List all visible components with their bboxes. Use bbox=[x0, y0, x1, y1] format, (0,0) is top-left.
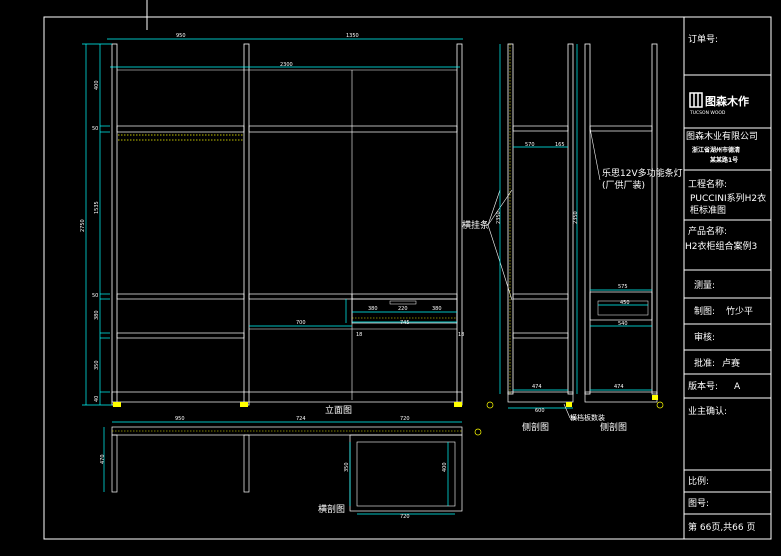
drawing-name: 竹少平 bbox=[726, 305, 753, 317]
dim-h3: 380 bbox=[94, 310, 100, 320]
side2-dim-d3: 540 bbox=[618, 321, 628, 327]
dim-h4: 350 bbox=[94, 360, 100, 370]
figure-no-label: 图号: bbox=[688, 498, 709, 509]
approve-label: 批准: bbox=[694, 357, 715, 369]
dim-h1: 400 bbox=[94, 80, 100, 90]
dim-overall-width: 2300 bbox=[280, 62, 293, 68]
survey-label: 测量: bbox=[694, 280, 715, 291]
dim-drawer-width: 700 bbox=[296, 320, 306, 326]
elevation-view-label: 立面图 bbox=[325, 404, 352, 416]
project-label: 工程名称: bbox=[688, 178, 727, 190]
logo-subtext: TUCSON WOOD bbox=[689, 110, 726, 116]
dim-top-left: 950 bbox=[176, 33, 186, 39]
plan-dim-inner-width: 720 bbox=[400, 514, 410, 520]
approve-name: 卢赛 bbox=[722, 357, 740, 369]
dim-drawer-c: 380 bbox=[432, 306, 442, 312]
side1-dim-base-600: 600 bbox=[535, 408, 545, 414]
side1-dim-w1: 570 bbox=[525, 142, 535, 148]
version-value: A bbox=[734, 382, 741, 392]
product-name: H2衣柜组合案例3 bbox=[685, 240, 757, 252]
page-number: 第 66页,共66 页 bbox=[688, 521, 756, 533]
scale-label: 比例: bbox=[688, 475, 709, 487]
plan-section-view: 950 724 720 470 720 350 400 横剖图 bbox=[100, 416, 463, 520]
product-label: 产品名称: bbox=[688, 225, 727, 237]
plan-dim-depth: 470 bbox=[100, 454, 106, 464]
plan-dim-3: 720 bbox=[400, 416, 410, 422]
stopper-label: 横档板数装 bbox=[570, 413, 605, 422]
stopper-annotation: 横档板数装 bbox=[474, 401, 664, 436]
side-section-2-label: 侧剖图 bbox=[600, 421, 627, 433]
dim-top-right: 1350 bbox=[346, 33, 359, 39]
dim-drawer-b: 220 bbox=[398, 306, 408, 312]
side-section-1-label: 侧剖图 bbox=[522, 421, 549, 433]
plan-dim-inner-height: 400 bbox=[442, 462, 448, 472]
company-address-line-1: 浙江省湖州市德清 bbox=[692, 146, 740, 154]
dim-drawer-total: 745 bbox=[400, 320, 410, 326]
dim-small-1: 50 bbox=[92, 126, 98, 132]
dim-drawer-a: 380 bbox=[368, 306, 378, 312]
dim-note-18b: 18 bbox=[458, 332, 464, 338]
elevation-view: 950 1350 2300 2750 400 1535 380 350 40 5… bbox=[80, 33, 464, 416]
side2-dim-d2: 450 bbox=[620, 300, 630, 306]
owner-confirm-label: 业主确认: bbox=[688, 405, 727, 417]
project-name-line-2: 柜标准图 bbox=[690, 204, 726, 216]
hanging-rail-annotation: 横挂条 bbox=[462, 189, 513, 301]
title-block: 订单号: 图森木作 TUCSON WOOD 图森木业有限公司 浙江省湖州市德清 … bbox=[683, 16, 772, 540]
company-address-line-2: 某某路1号 bbox=[710, 156, 738, 164]
hanging-rail-label: 横挂条 bbox=[462, 219, 489, 231]
plan-dim-2: 724 bbox=[296, 416, 306, 422]
light-annotation: 乐思12V多功能条灯 (厂供厂装) bbox=[589, 127, 683, 191]
light-label-2: (厂供厂装) bbox=[602, 179, 645, 191]
order-no-label: 订单号: bbox=[688, 33, 718, 45]
dim-note-18: 18 bbox=[356, 332, 362, 338]
review-label: 审核: bbox=[694, 331, 715, 343]
plan-section-label: 横剖图 bbox=[318, 503, 345, 515]
side1-dim-base: 474 bbox=[532, 384, 542, 390]
company-logo: 图森木作 TUCSON WOOD bbox=[689, 92, 749, 116]
side1-dim-w2: 165 bbox=[555, 142, 565, 148]
dim-h5: 40 bbox=[94, 396, 100, 402]
drawing-label: 制图: bbox=[694, 305, 715, 317]
dim-small-2: 50 bbox=[92, 293, 98, 299]
sheet-border bbox=[43, 16, 772, 540]
dim-total-height: 2750 bbox=[80, 219, 86, 232]
version-label: 版本号: bbox=[688, 380, 718, 392]
light-label-1: 乐思12V多功能条灯 bbox=[602, 167, 683, 179]
side2-dim-small: 35 bbox=[570, 416, 576, 422]
side2-dim-d1: 575 bbox=[618, 284, 628, 290]
company-name: 图森木业有限公司 bbox=[686, 130, 758, 142]
side-section-1: 2350 570 165 474 600 侧剖图 bbox=[496, 43, 574, 433]
logo-text: 图森木作 bbox=[705, 94, 749, 108]
side-section-2: 2350 575 450 540 474 35 侧剖图 bbox=[566, 43, 658, 433]
side2-dim-total: 2350 bbox=[573, 211, 579, 224]
side1-dim-total: 2350 bbox=[496, 211, 502, 224]
plan-dim-1: 950 bbox=[175, 416, 185, 422]
project-name-line-1: PUCCINI系列H2衣 bbox=[690, 192, 766, 204]
dim-h2: 1535 bbox=[94, 201, 100, 214]
plan-dim-inner-depth: 350 bbox=[344, 462, 350, 472]
side2-dim-base: 474 bbox=[614, 384, 624, 390]
